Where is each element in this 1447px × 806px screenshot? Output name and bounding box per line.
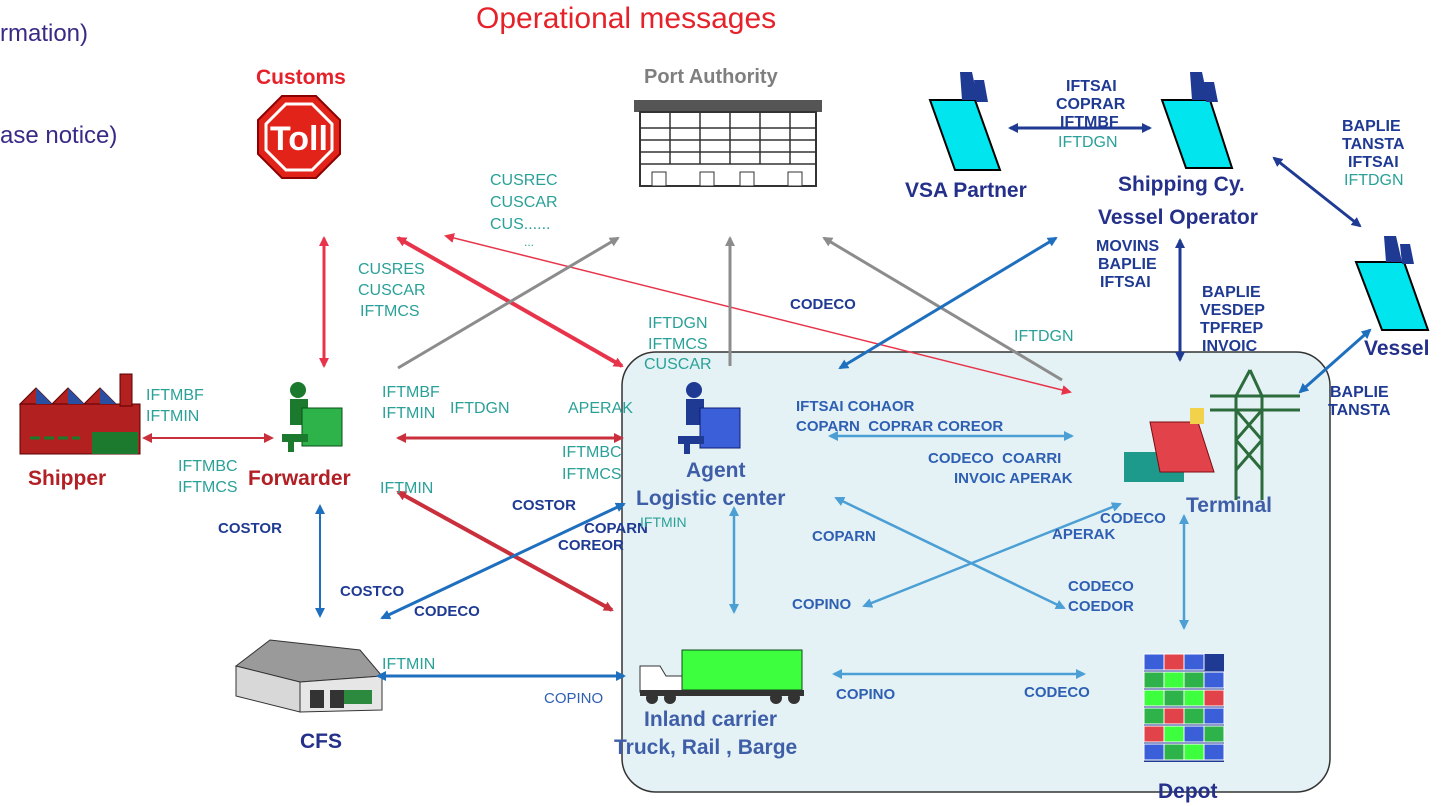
msg-at-invoic-aperak: INVOIC APERAK (954, 470, 1073, 487)
msg-ai-iftmcs: IFTMCS (562, 466, 622, 483)
msg-ai-iftmbc: IFTMBC (562, 444, 622, 461)
msg-cf-cuscar: CUSCAR (358, 282, 426, 299)
label-shipper: Shipper (28, 467, 107, 490)
terminal-crane-icon (1124, 369, 1300, 500)
msg-cfs-iftmin: IFTMIN (382, 656, 436, 673)
cfs-warehouse-icon (234, 639, 384, 713)
msg-coedor-depot: COEDOR (1068, 598, 1134, 615)
msg-tu-tpfrep: TPFREP (1200, 320, 1264, 337)
msg-vt-baplie: BAPLIE (1330, 384, 1389, 401)
msg-tu-baplie: BAPLIE (1202, 284, 1261, 301)
msg-cp-dots: ... (524, 235, 535, 249)
label-port-authority: Port Authority (644, 66, 778, 88)
arrow-agent-shipping (838, 236, 1058, 370)
msg-fa-iftmin: IFTMIN (382, 405, 436, 422)
toll-stop-sign-icon: Toll (257, 95, 341, 179)
msg-cf-cusres: CUSRES (358, 261, 425, 278)
label-customs: Customs (256, 66, 346, 89)
msg-pa-iftdgn: IFTDGN (648, 315, 708, 332)
msg-at-coparn-coprar: COPARN COPRAR COREOR (796, 418, 1004, 435)
label-shipping-cy: Shipping Cy. (1118, 173, 1245, 196)
msg-aperak-x: APERAK (1052, 526, 1116, 543)
msg-vsa-iftsai: IFTSAI (1066, 78, 1117, 95)
msg-cfs-copino: COPINO (544, 690, 604, 707)
msg-tu-vesdep: VESDEP (1200, 302, 1265, 319)
arrow-forwarder-port (397, 236, 620, 370)
msg-pa-iftmcs: IFTMCS (648, 336, 708, 353)
msg-cp-cus: CUS...... (490, 216, 551, 233)
msg-sv-iftdgn: IFTDGN (1344, 172, 1404, 189)
msg-cp-cuscar: CUSCAR (490, 194, 558, 211)
msg-st-movins: MOVINS (1096, 238, 1160, 255)
vessel-ship-icon (1354, 236, 1430, 331)
label-agent: Agent (686, 459, 746, 482)
msg-sf-iftmbc: IFTMBC (178, 458, 238, 475)
depot-container-stack-icon (1143, 653, 1225, 762)
label-vessel-operator: Vessel Operator (1098, 206, 1258, 229)
label-truck-rail-barge: Truck, Rail , Barge (614, 736, 798, 759)
msg-cf-iftmcs: IFTMCS (360, 303, 420, 320)
msg-codeco-top: CODECO (790, 296, 856, 313)
label-inland-carrier: Inland carrier (644, 708, 778, 731)
msg-st-baplie: BAPLIE (1098, 256, 1157, 273)
cutoff-text-line-2: ase notice) (0, 122, 118, 149)
msg-tu-invoic: INVOIC (1202, 338, 1258, 355)
msg-costor-left: COSTOR (218, 520, 282, 537)
label-vsa-partner: VSA Partner (905, 179, 1027, 202)
label-terminal: Terminal (1186, 494, 1272, 517)
msg-coparn-x: COPARN (812, 528, 876, 545)
inland-truck-icon (639, 649, 804, 704)
msg-costco: COSTCO (340, 583, 405, 600)
arrow-vessel-terminal (1298, 328, 1372, 394)
msg-vsa-iftdgn: IFTDGN (1058, 134, 1118, 151)
label-vessel: Vessel (1364, 337, 1430, 360)
forwarder-desk-icon (282, 382, 343, 452)
toll-sign-text: Toll (270, 120, 328, 158)
msg-aperak-mid: APERAK (568, 400, 633, 417)
msg-codeco-depot: CODECO (1068, 578, 1134, 595)
vsa-partner-ship-icon (928, 72, 1002, 171)
cutoff-text-line-1: rmation) (0, 20, 89, 47)
msg-vsa-iftmbf: IFTMBF (1060, 114, 1119, 131)
msg-st-iftsai: IFTSAI (1100, 274, 1151, 291)
msg-codeco-cfs: CODECO (414, 603, 480, 620)
msg-sf-iftmcs: IFTMCS (178, 479, 238, 496)
msg-cp-cusrec: CUSREC (490, 172, 558, 189)
msg-inland-codeco: CODECO (1024, 684, 1090, 701)
label-logistic-center: Logistic center (636, 487, 786, 510)
msg-sv-tansta: TANSTA (1342, 136, 1405, 153)
arrow-agent-cfs (380, 502, 626, 620)
shipper-factory-icon (18, 373, 141, 455)
label-forwarder: Forwarder (248, 467, 351, 490)
msg-codeco-x: CODECO (1100, 510, 1166, 527)
msg-pa-cuscar: CUSCAR (644, 356, 712, 373)
msg-agent-iftmin: IFTMIN (640, 514, 687, 530)
msg-fwd-iftmin: IFTMIN (380, 480, 434, 497)
msg-copino-x: COPINO (792, 596, 852, 613)
arrow-agent-depot (834, 496, 1066, 610)
msg-coreor: COREOR (558, 537, 624, 554)
msg-inland-copino: COPINO (836, 686, 896, 703)
port-authority-building-icon (634, 100, 822, 187)
msg-sv-iftsai: IFTSAI (1348, 154, 1399, 171)
msg-vt-tansta: TANSTA (1328, 402, 1391, 419)
shipping-cy-ship-icon (1160, 72, 1234, 169)
msg-at-iftsai-cohaor: IFTSAI COHAOR (796, 398, 915, 415)
arrow-shipping-vessel (1272, 156, 1362, 228)
msg-coparn: COPARN (584, 520, 648, 537)
label-cfs: CFS (300, 730, 342, 753)
msg-iftdgn-right: IFTDGN (1014, 328, 1074, 345)
msg-sf-iftmin: IFTMIN (146, 408, 200, 425)
diagram-title: Operational messages (476, 2, 777, 35)
msg-fa-iftdgn: IFTDGN (450, 400, 510, 417)
msg-at-codeco-coarri: CODECO COARRI (928, 450, 1062, 467)
label-depot: Depot (1158, 780, 1218, 803)
msg-vsa-coprar: COPRAR (1056, 96, 1126, 113)
msg-sv-baplie: BAPLIE (1342, 118, 1401, 135)
msg-sf-iftmbf: IFTMBF (146, 387, 204, 404)
msg-fa-iftmbf: IFTMBF (382, 384, 440, 401)
msg-costor-mid: COSTOR (512, 497, 576, 514)
